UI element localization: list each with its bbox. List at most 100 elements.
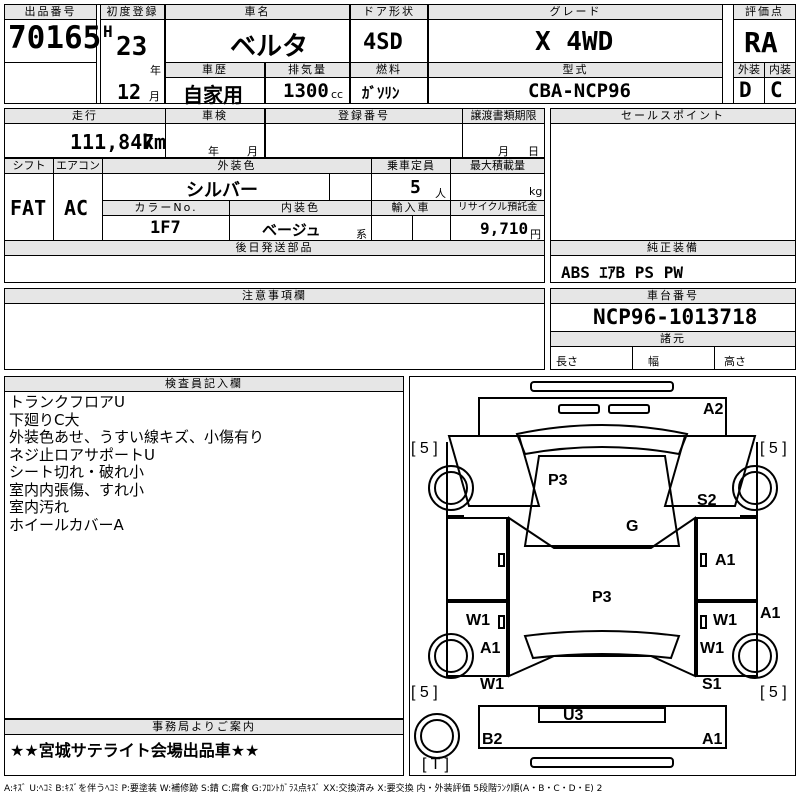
note-line: ネジ止ロアサポートU [9, 445, 155, 464]
import-cell-2 [412, 215, 451, 241]
fuel-cell [350, 77, 428, 104]
chassis-no: NCP96-1013718 [593, 305, 758, 329]
rear-left-wheel-inner [434, 639, 468, 673]
door-type: 4SD [363, 30, 403, 55]
later-parts-label: 後日発送部品 [4, 240, 545, 256]
lot-no-label: 出品番号 [4, 4, 97, 20]
tire-front-right: [ 5 ] [760, 440, 787, 457]
ext-color: シルバー [186, 180, 258, 201]
front-right-door [696, 517, 758, 601]
height-cell [714, 346, 796, 370]
damage-g: G [626, 518, 639, 535]
trunk-plate [538, 707, 666, 723]
first-reg-cell [100, 19, 165, 104]
rear-outline [478, 705, 727, 749]
capacity-label: 乗車定員 [371, 158, 451, 174]
hood-outline [478, 397, 727, 437]
inspector-notes: トランクフロアU 下廻りC大 外装色あせ、うすい線キズ、小傷有り ネジ止ロアサポ… [9, 393, 401, 534]
chassis-label: 車台番号 [550, 288, 796, 304]
left-handle-2 [498, 615, 505, 629]
import-label: 輸入車 [371, 200, 451, 216]
sales-points-label: セールスポイント [550, 108, 796, 124]
tire-rear-left: [ 5 ] [411, 684, 438, 701]
width-cell [632, 346, 715, 370]
rear-right-wheel [732, 633, 778, 679]
score: RA [744, 26, 778, 59]
exterior-grade: D [739, 78, 752, 102]
score-label: 評価点 [733, 4, 796, 20]
max-load-unit: kg [529, 185, 543, 198]
displacement-cell [265, 77, 350, 104]
mileage-unit: km [142, 130, 167, 154]
damage-w1-right-2: W1 [700, 640, 724, 657]
damage-s1: S1 [702, 676, 722, 693]
transfer-cell [462, 123, 545, 158]
ext-color-label: 外装色 [102, 158, 372, 174]
front-left-door [446, 517, 508, 601]
history-cell [165, 77, 265, 104]
shift-label: シフト [4, 158, 54, 174]
damage-a1-right: A1 [715, 552, 736, 569]
damage-legend: A:ｷｽﾞ U:ﾍｺﾐ B:ｷｽﾞを伴うﾍｺﾐ P:要塗装 W:補修跡 S:錆 … [4, 784, 603, 794]
year-unit: 年 [150, 64, 161, 77]
door-label: ドア形状 [350, 4, 428, 20]
note-line: 室内汚れ [9, 498, 70, 516]
car-diagram [414, 381, 778, 768]
rear-left-wheel [428, 633, 474, 679]
damage-w1-right: W1 [713, 612, 737, 629]
hood-inner [558, 404, 600, 414]
recycle-unit: 円 [530, 228, 541, 241]
int-color-unit: 系 [356, 228, 367, 241]
front-left-wheel-inner [434, 471, 468, 505]
note-line: シート切れ・破れ小 [9, 463, 145, 481]
recycle-label: リサイクル預託金 [450, 200, 545, 216]
mileage-label: 走行 [4, 108, 166, 124]
sales-points-cell [550, 123, 796, 241]
office-cell [4, 734, 404, 776]
note-line: トランクフロアU [9, 393, 125, 411]
int-color: ベージュ [262, 221, 321, 239]
damage-a2: A2 [703, 401, 724, 418]
transfer-day-unit: 日 [528, 145, 539, 158]
reg-no-label: 登録番号 [265, 108, 463, 124]
transfer-month-unit: 月 [498, 145, 509, 158]
rear-left-door [446, 601, 508, 677]
transfer-label: 譲渡書類期限 [462, 108, 545, 124]
ac: AC [64, 196, 89, 220]
import-cell [371, 215, 413, 241]
tire-spare: [ T ] [422, 756, 449, 773]
genuine-equip-label: 純正装備 [550, 240, 796, 256]
era: H [103, 22, 113, 41]
car-diagram-frame [409, 376, 796, 776]
capacity: 5 [410, 177, 421, 198]
first-reg-label: 初度登録 [100, 4, 165, 20]
fuel-label: 燃料 [350, 62, 428, 78]
inspection-label: 車検 [165, 108, 265, 124]
damage-u3: U3 [563, 707, 584, 724]
left-handle-1 [498, 553, 505, 567]
rear-right-door [696, 601, 758, 677]
interior-label: 内装 [764, 62, 796, 78]
int-color-label: 内装色 [229, 200, 372, 216]
damage-a1-far-right: A1 [760, 605, 781, 622]
max-load-label: 最大積載量 [450, 158, 545, 174]
shift: FAT [10, 196, 47, 220]
model-code: CBA-NCP96 [528, 80, 631, 102]
inspector-label: 検査員記入欄 [4, 376, 404, 392]
first-reg-year: 23 [116, 32, 148, 62]
specs-label: 諸元 [550, 331, 796, 347]
inspection-year-unit: 年 [208, 145, 219, 158]
centre-body [508, 516, 696, 678]
interior-grade: C [770, 78, 783, 102]
history: 自家用 [183, 83, 243, 107]
damage-p3-top: P3 [548, 472, 568, 489]
rear-bumper [530, 757, 674, 768]
cabin-outline [447, 435, 541, 507]
reg-no-cell [265, 123, 463, 158]
caution-label: 注意事項欄 [4, 288, 545, 304]
length-label: 長さ [556, 355, 578, 368]
rear-window [523, 630, 681, 660]
note-line: 室内内張傷、すれ小 [9, 480, 145, 499]
fuel: ｶﾞｿﾘﾝ [362, 84, 400, 102]
inspection-cell [165, 123, 265, 158]
